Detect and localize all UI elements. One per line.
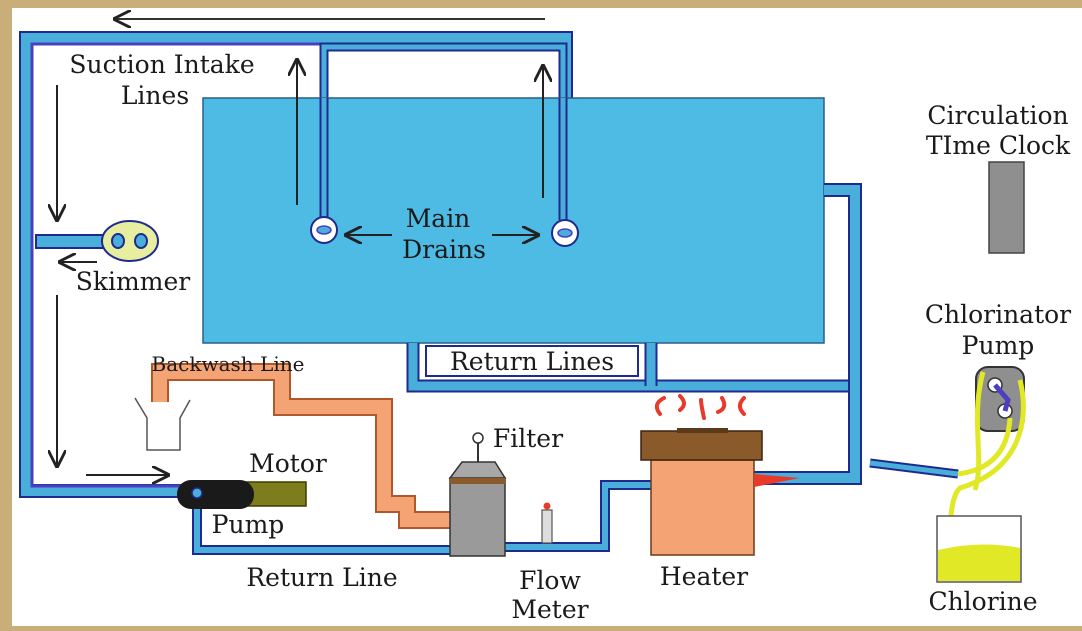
pump: [177, 480, 254, 509]
circulation-time-clock: [988, 161, 1025, 254]
label-suction-intake-2: Lines: [121, 81, 189, 110]
label-return-line: Return Line: [246, 563, 397, 592]
heater: [640, 428, 800, 556]
return-lines-label-box: [425, 345, 639, 377]
label-return-lines: Return Lines: [450, 347, 614, 376]
label-circulation-1: Circulation: [927, 101, 1068, 130]
heater-flames: [654, 394, 746, 420]
main-drain-right: [551, 219, 579, 247]
skimmer: [101, 220, 159, 262]
flow-meter: [541, 502, 553, 544]
label-pump: Pump: [212, 510, 285, 539]
label-chlorine: Chlorine: [928, 587, 1037, 616]
label-backwash-line: Backwash Line: [152, 352, 305, 376]
label-chlorinator-1: Chlorinator: [925, 300, 1071, 329]
label-main-drains-2: Drains: [402, 235, 486, 264]
label-suction-intake-1: Suction Intake: [69, 50, 254, 79]
main-drain-left: [310, 216, 338, 244]
label-skimmer: Skimmer: [76, 267, 190, 296]
filter: [448, 432, 507, 557]
label-flow-meter-1: Flow: [519, 566, 581, 595]
label-main-drains-1: Main: [406, 204, 471, 233]
waste-funnel: [134, 397, 191, 451]
label-motor: Motor: [249, 449, 327, 478]
label-chlorinator-2: Pump: [962, 331, 1035, 360]
pool: [202, 97, 825, 344]
label-filter: Filter: [493, 424, 563, 453]
chlorine-tank: [936, 515, 1022, 583]
label-circulation-2: TIme Clock: [926, 131, 1071, 160]
return-pipes: [192, 183, 862, 555]
label-heater: Heater: [660, 562, 748, 591]
label-flow-meter-2: Meter: [511, 595, 588, 624]
